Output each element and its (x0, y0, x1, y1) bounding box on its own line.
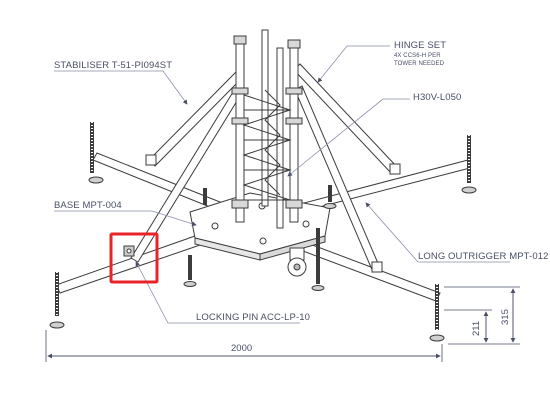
locking-pin-highlight-box (109, 232, 159, 284)
outrigger-front-left (55, 235, 204, 294)
label-stabiliser: STABILISER T-51-PI094ST (54, 60, 173, 71)
leader-lines (54, 45, 510, 324)
leveling-jacks (49, 122, 477, 342)
leader-stabiliser (54, 70, 188, 105)
label-hinge-note-2: TOWER NEEDED (394, 61, 445, 67)
label-hinge-set: HINGE SET (394, 40, 447, 51)
label-hinge-note-1: 4X CCS6-H PER (394, 53, 441, 59)
jack-front-right (429, 284, 445, 342)
leader-long-outrigger (365, 202, 510, 263)
dimension-211: 211 (471, 320, 482, 336)
jack-inner-c (323, 185, 337, 209)
jack-front-left (49, 272, 65, 329)
dimension-315: 315 (500, 309, 511, 325)
jack-inner-b (311, 228, 325, 291)
leader-hinge-set (317, 45, 390, 83)
label-locking-pin: LOCKING PIN ACC-LP-10 (196, 312, 311, 323)
stabilisers (130, 63, 401, 273)
jack-back-right (461, 135, 477, 194)
label-h30v: H30V-L050 (413, 92, 462, 103)
label-long-outrigger: LONG OUTRIGGER MPT-012 (418, 251, 549, 262)
leader-base (54, 210, 197, 227)
label-base: BASE MPT-004 (54, 200, 122, 211)
jack-inner-a (183, 255, 197, 287)
dimension-lines (45, 286, 520, 362)
castor-wheel (287, 247, 307, 277)
truss-tower (231, 29, 303, 229)
leader-h30v (287, 98, 410, 177)
stabiliser-left-back (148, 71, 243, 167)
dimension-2000: 2000 (231, 343, 253, 354)
jack-back-left (88, 122, 104, 184)
locking-pin (123, 245, 135, 257)
